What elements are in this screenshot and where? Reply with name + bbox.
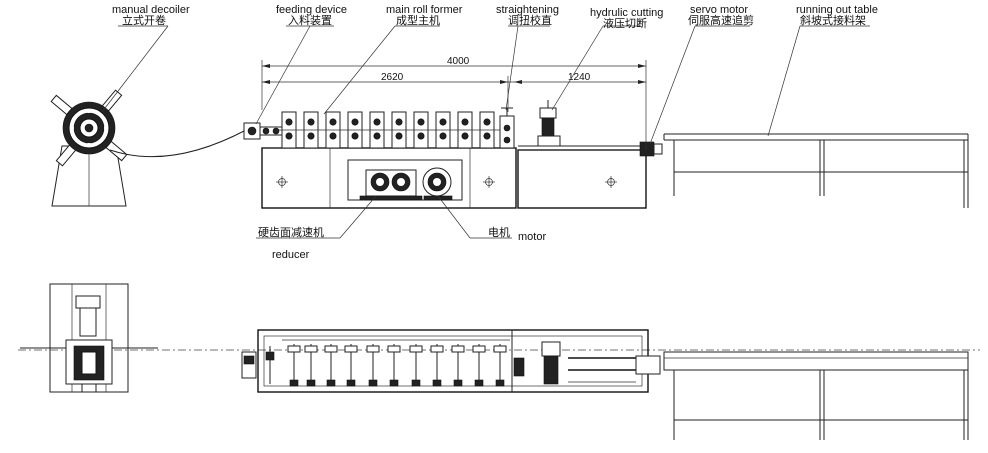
drive-motor [422,167,453,201]
label-straight-cn: 调扭校直 [508,13,552,27]
steel-strip [109,129,247,158]
label-roll-en: main roll former [386,4,463,16]
label-table-cn: 斜坡式接料架 [800,13,866,27]
dim-roll-section: 2620 [381,72,404,83]
label-reducer-cn: 硬齿面减速机 [258,225,324,239]
label-feeding-cn: 入料装置 [288,13,332,27]
decoiler-plan [20,283,158,393]
cutting-section-frame [517,145,647,209]
label-servo-en: servo motor [690,4,748,16]
cutting-section-plan [513,341,661,385]
hydraulic-cutter [537,100,561,147]
roll-shafts-plan [265,339,510,387]
dim-total: 4000 [447,56,470,67]
manual-decoiler [50,89,128,207]
dimension-lines [261,60,647,150]
label-reducer-en: reducer [272,249,310,261]
straightening-unit [499,107,515,149]
label-motor-cn: 电机 [488,225,510,239]
running-out-table-plan [663,351,969,440]
label-feeding-en: feeding device [276,4,347,16]
reducer-gearbox [359,169,423,201]
label-roll-cn: 成型主机 [396,13,440,27]
feeding-device [243,122,283,140]
label-hydraulic-cn: 液压切断 [603,16,647,30]
main-frame-plan [257,329,649,393]
feeding-device-plan [241,351,257,379]
label-table-en: running out table [796,4,878,16]
label-decoiler-cn: 立式开卷 [122,13,166,27]
running-out-table-top [663,133,969,208]
servo-motor [639,141,663,157]
dim-cut-section: 1240 [568,72,591,83]
label-hydraulic-en: hydrulic cutting [590,7,663,19]
leader-lines [101,25,870,239]
label-servo-cn: 伺服高速追剪 [688,13,754,27]
label-decoiler-en: manual decoiler [112,4,190,16]
roll-stations [278,111,510,149]
label-straight-en: straightening [496,4,559,16]
label-motor-en: motor [518,231,546,243]
